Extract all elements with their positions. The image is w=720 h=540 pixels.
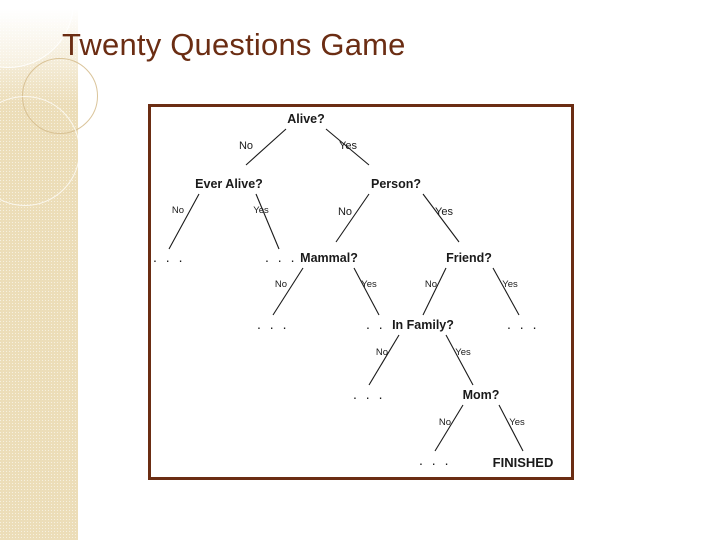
node-mammal: Mammal?	[300, 251, 358, 265]
node-person: Person?	[371, 177, 421, 191]
edge-label-person-yes: Yes	[435, 206, 453, 218]
edge-label-everalive-yes: Yes	[253, 205, 269, 216]
edge-label-mom-no: No	[439, 417, 451, 428]
edge-friend-no	[422, 267, 447, 316]
edge-friend-yes	[492, 267, 520, 316]
edge-person-yes	[422, 193, 460, 243]
edge-person-no	[335, 193, 370, 243]
edge-label-mammal-yes: Yes	[361, 279, 377, 290]
edge-infamily-yes	[445, 334, 474, 386]
leaf-finished: FINISHED	[493, 455, 554, 470]
edge-mom-no	[434, 404, 464, 452]
edge-everalive-yes	[255, 193, 280, 250]
decision-tree-diagram: Alive? No Yes Ever Alive? No Yes . . . .…	[153, 112, 554, 470]
slide-title: Twenty Questions Game	[62, 27, 406, 62]
node-alive: Alive?	[287, 112, 325, 126]
edge-mammal-yes	[353, 267, 380, 316]
diagram-frame: Alive? No Yes Ever Alive? No Yes . . . .…	[148, 104, 574, 480]
edge-mammal-no	[272, 267, 304, 316]
node-mom: Mom?	[463, 388, 500, 402]
edge-everalive-no	[168, 193, 200, 250]
edge-label-person-no: No	[338, 206, 352, 218]
edge-label-infamily-no: No	[376, 347, 388, 358]
edge-infamily-no	[368, 334, 400, 386]
leaf-ellipsis-6: . . .	[353, 386, 385, 402]
edge-alive-yes	[325, 128, 370, 166]
leaf-ellipsis-3: . . .	[257, 316, 289, 332]
node-in-family: In Family?	[392, 318, 454, 332]
edge-label-infamily-yes: Yes	[455, 347, 471, 358]
edge-label-everalive-no: No	[172, 205, 184, 216]
leaf-ellipsis-7: . . .	[419, 452, 451, 468]
node-ever-alive: Ever Alive?	[195, 177, 263, 191]
leaf-ellipsis-2: . . .	[265, 249, 297, 265]
edge-label-alive-no: No	[239, 140, 253, 152]
edge-alive-no	[245, 128, 287, 166]
edge-label-mammal-no: No	[275, 279, 287, 290]
edge-label-mom-yes: Yes	[509, 417, 525, 428]
node-friend: Friend?	[446, 251, 492, 265]
leaf-ellipsis-4: . . .	[366, 316, 398, 332]
leaf-ellipsis-5: . . .	[507, 316, 539, 332]
edge-label-friend-no: No	[425, 279, 437, 290]
edge-label-alive-yes: Yes	[339, 140, 357, 152]
leaf-ellipsis-1: . . .	[153, 249, 185, 265]
edge-label-friend-yes: Yes	[502, 279, 518, 290]
edge-mom-yes	[498, 404, 524, 452]
